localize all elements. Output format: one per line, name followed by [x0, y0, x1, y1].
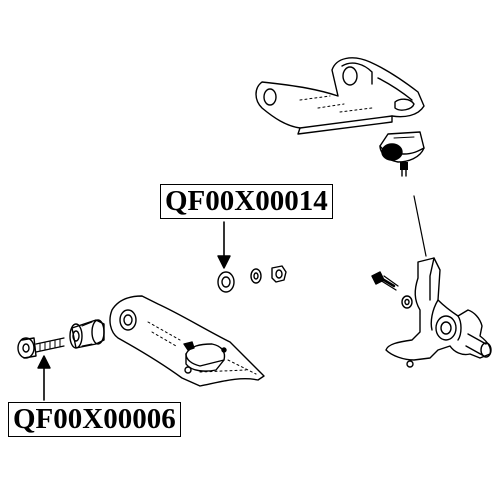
washer — [250, 268, 262, 284]
camber-bolt — [17, 337, 65, 359]
part-number-label-top: QF00X00014 — [160, 184, 333, 219]
knuckle-leader-line — [413, 195, 427, 257]
nut — [271, 265, 287, 283]
lower-arm-bushing — [69, 319, 105, 349]
upper-control-arm — [255, 57, 425, 135]
knuckle-bolt — [371, 271, 413, 309]
top-label-arrow — [217, 221, 231, 269]
upper-ball-joint — [379, 131, 425, 177]
cam-washer — [217, 271, 235, 293]
bolt-washer-nut-set — [217, 265, 287, 293]
part-number-label-bottom: QF00X00006 — [8, 402, 181, 437]
lower-control-arm — [109, 295, 265, 387]
steering-knuckle — [385, 257, 492, 368]
bottom-label-arrow — [37, 355, 51, 401]
